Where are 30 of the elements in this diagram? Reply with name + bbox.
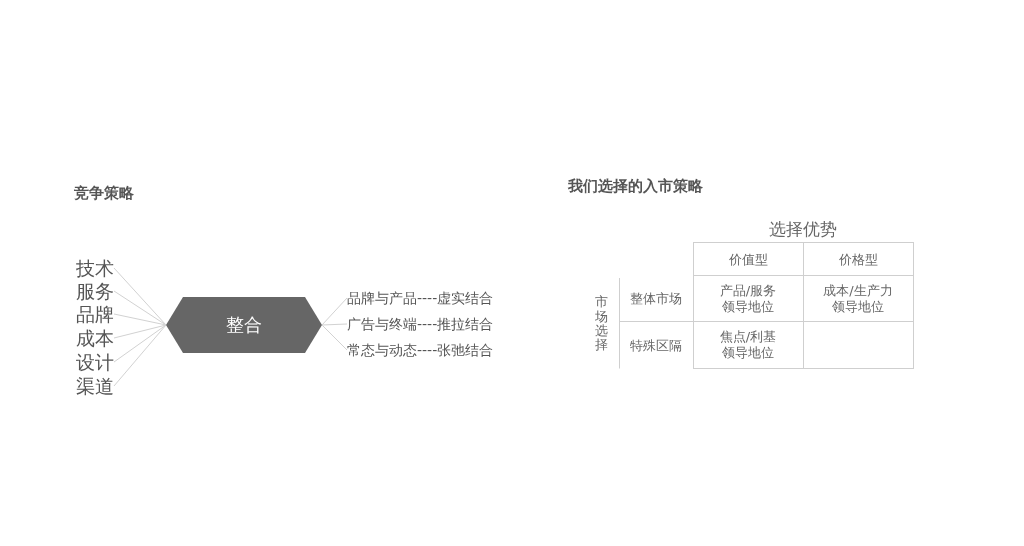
connector-line: [321, 297, 348, 326]
connector-line: [321, 324, 348, 351]
factor-label: 服务: [76, 279, 114, 303]
table-entry: 焦点/利基领导地位: [718, 329, 778, 361]
factor-label: 渠道: [76, 374, 114, 398]
hexagon-node: 整合: [166, 297, 322, 353]
column-header: 价值型: [728, 250, 768, 268]
connector-line: [113, 324, 167, 387]
row-header: 特殊区隔: [630, 336, 682, 354]
connector-line: [113, 324, 167, 363]
row-header: 整体市场: [630, 290, 682, 307]
connector-line: [113, 267, 167, 326]
axis-title: 选择优势: [769, 218, 837, 240]
section-heading: 竞争策略: [74, 183, 134, 203]
factor-label: 品牌: [76, 302, 114, 326]
column-header: 价格型: [838, 250, 878, 268]
strategy-label: 广告与终端----推拉结合: [347, 315, 494, 333]
table-entry: 产品/服务领导地位: [718, 282, 778, 315]
factor-label: 设计: [76, 350, 114, 374]
section-heading: 我们选择的入市策略: [568, 176, 703, 196]
factor-label: 成本: [76, 326, 114, 350]
strategy-label: 常态与动态----张弛结合: [347, 341, 494, 359]
connector-line: [113, 313, 167, 326]
connector-line: [321, 323, 348, 326]
strategy-label: 品牌与产品----虚实结合: [347, 289, 494, 307]
connector-line: [113, 290, 167, 326]
factor-label: 技术: [76, 256, 114, 280]
connector-line: [113, 324, 167, 339]
axis-title: 市场选择: [594, 295, 608, 353]
table-entry: 成本/生产力领导地位: [822, 282, 894, 315]
